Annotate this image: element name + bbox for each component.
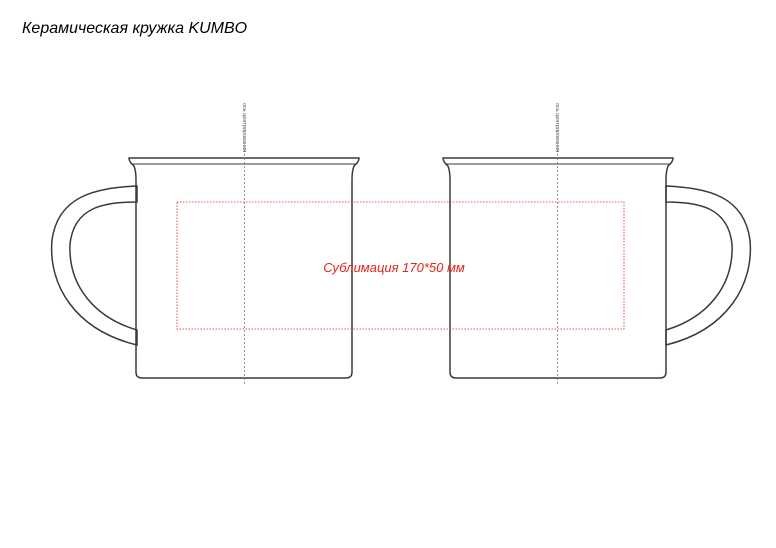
print-area-label: Сублимация 170*50 мм [323,260,465,275]
page-title: Керамическая кружка KUMBO [22,20,248,37]
left-mug: ось центрирования [50,103,360,384]
sublimation-print-area [176,201,625,330]
left-axis-label: ось центрирования [241,103,247,152]
right-mug-body [442,157,674,379]
right-axis-label: ось центрирования [554,103,560,152]
right-mug: ось центрирования [442,103,752,384]
left-mug-body [128,157,360,379]
right-mug-handle [665,185,752,346]
left-mug-handle [50,185,138,346]
